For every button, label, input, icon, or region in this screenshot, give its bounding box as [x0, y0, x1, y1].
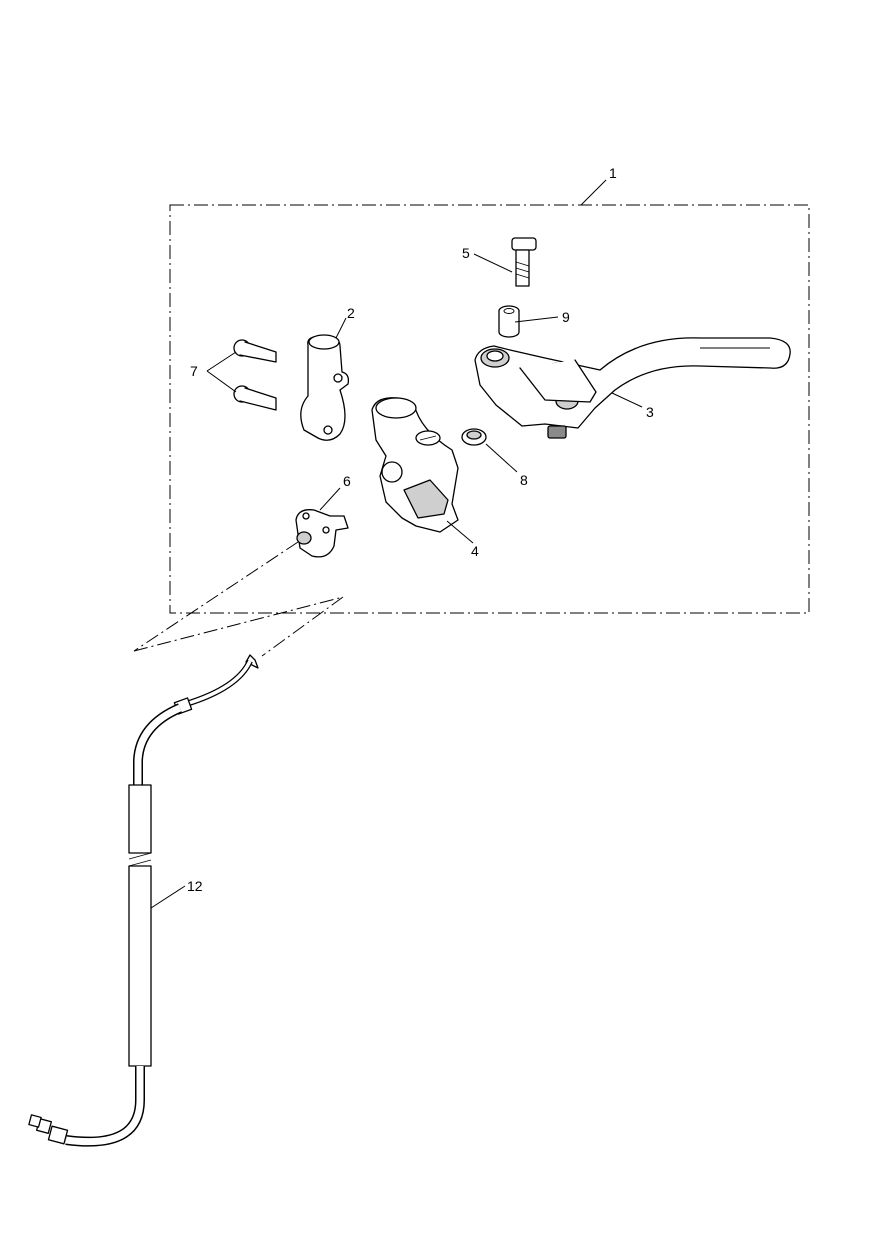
callout-2: 2	[347, 305, 355, 321]
lever-clamp-part	[300, 334, 350, 441]
callout-7: 7	[190, 363, 198, 379]
clutch-lever-part	[474, 337, 791, 439]
leader-lines	[150, 179, 643, 909]
cable-adjuster-part	[295, 509, 349, 558]
dust-cover-part	[461, 428, 487, 446]
lever-housing-part	[371, 397, 459, 533]
clutch-cable-part	[28, 654, 259, 1147]
callout-6: 6	[343, 473, 351, 489]
pivot-bolt-part	[511, 237, 537, 287]
callout-3: 3	[646, 404, 654, 420]
callout-1: 1	[609, 165, 617, 181]
assembly-boundary	[169, 204, 810, 614]
callout-4: 4	[471, 543, 479, 559]
pivot-bush-part	[498, 305, 520, 338]
clamp-screws-part	[233, 339, 277, 411]
callout-8: 8	[520, 472, 528, 488]
callout-9: 9	[562, 309, 570, 325]
connection-guide-lines	[133, 541, 344, 657]
callout-12: 12	[187, 878, 203, 894]
callout-5: 5	[462, 245, 470, 261]
